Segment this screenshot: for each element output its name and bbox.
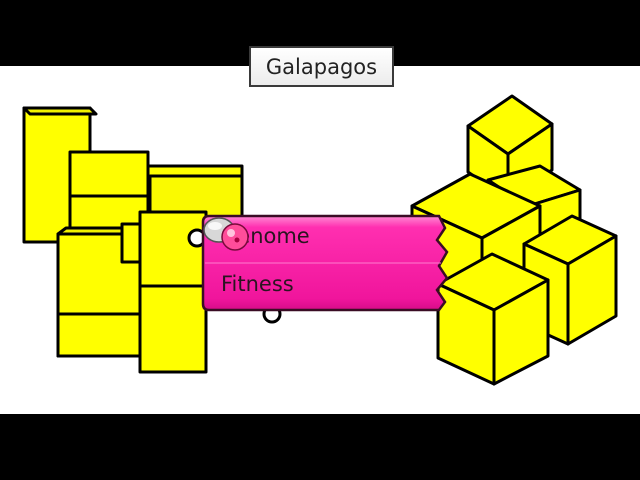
galapagos-icon	[203, 217, 249, 251]
tooltip: Galapagos	[249, 46, 394, 87]
left-cube-cluster	[22, 106, 244, 374]
tooltip-text: Galapagos	[265, 54, 378, 79]
cube-face	[138, 284, 208, 374]
cube-face	[138, 210, 208, 288]
cube-scene	[22, 94, 618, 386]
cube-face	[56, 312, 142, 358]
canvas[interactable]: Genome Fitness	[0, 66, 640, 414]
cube-face	[492, 278, 550, 386]
component-body	[201, 214, 449, 312]
right-cube-cluster	[410, 94, 618, 386]
cube-face	[566, 234, 618, 346]
galapagos-component[interactable]: Genome Fitness	[201, 214, 455, 313]
cube-face	[22, 106, 98, 116]
input-port-fitness[interactable]: Fitness	[221, 272, 294, 296]
